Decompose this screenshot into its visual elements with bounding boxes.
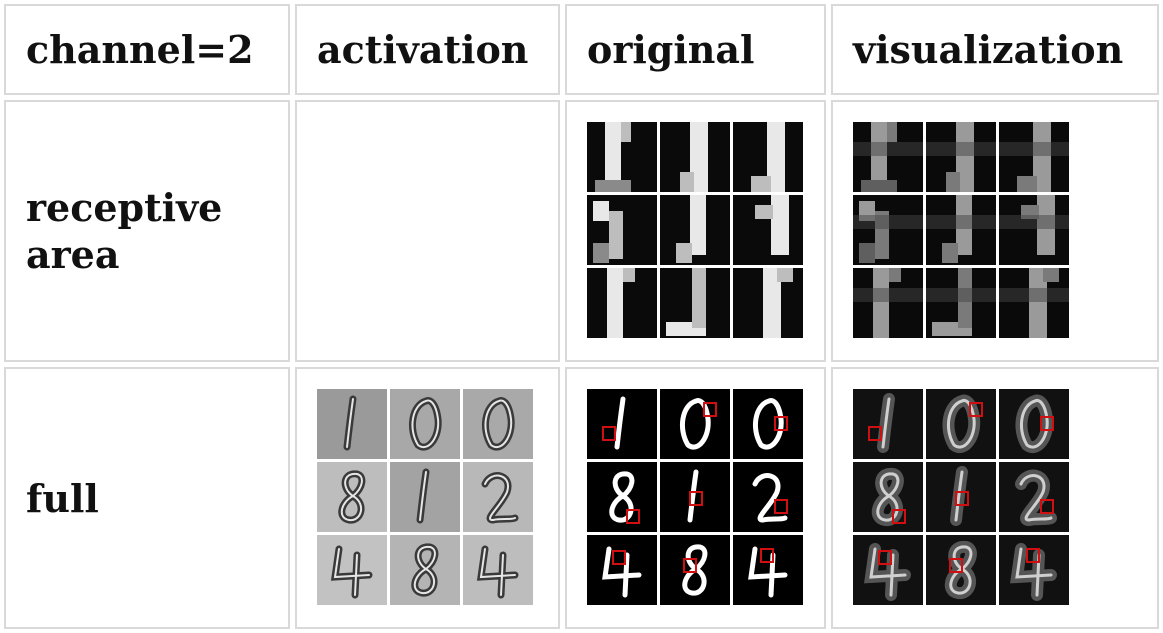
full-original-tile [733,462,803,532]
full-visualization-tile [999,389,1069,459]
full-activation-tile [317,462,387,532]
receptive-visualization-tile [853,195,923,265]
full-activation-tile [390,462,460,532]
receptive-visualization-tile [853,122,923,192]
header-visualization: visualization [831,4,1159,95]
full-visualization-tile [853,535,923,605]
full-original-image-grid [587,389,803,605]
full-visualization-tile [926,462,996,532]
header-original-label: original [587,27,755,72]
row-label-receptive-area: receptive area [4,100,290,362]
receptive-original-tile [733,195,803,265]
full-visualization-tile [926,389,996,459]
full-original-tile [587,462,657,532]
full-activation-tile [317,535,387,605]
receptive-original-tile [660,122,730,192]
full-original-tile [660,389,730,459]
receptive-visualization-image-grid [853,122,1069,338]
header-channel-label: channel=2 [26,27,254,72]
full-activation-tile [390,389,460,459]
full-visualization-image-grid [853,389,1069,605]
row-label-full-text: full [26,475,99,521]
full-activation-image-grid [317,389,533,605]
full-activation-tile [463,535,533,605]
full-activation-tile [317,389,387,459]
full-visualization-tile [926,535,996,605]
full-original-tile [587,389,657,459]
receptive-original-tile [660,195,730,265]
receptive-visualization-tile [999,268,1069,338]
full-visualization-tile [853,389,923,459]
header-visualization-label: visualization [853,27,1124,72]
receptive-original-tile [733,122,803,192]
full-visualization-tile [999,535,1069,605]
receptive-original-tile [587,195,657,265]
full-activation-tile [463,462,533,532]
receptive-visualization-tile [926,195,996,265]
full-activation-tile [463,389,533,459]
row-label-line2: area [26,232,120,277]
row-label-line1: receptive [26,185,223,230]
full-activation-tile [390,535,460,605]
receptive-original-tile [587,268,657,338]
header-original: original [565,4,826,95]
header-channel: channel=2 [4,4,290,95]
full-original-tile [660,535,730,605]
full-original-tile [733,535,803,605]
full-original-tile [660,462,730,532]
full-original-tile [587,535,657,605]
receptive-visualization-tile [853,268,923,338]
row-label-full: full [4,367,290,629]
receptive-visualization-tile [999,122,1069,192]
header-activation-label: activation [317,27,529,72]
receptive-original-image-grid [587,122,803,338]
receptive-visualization-tile [999,195,1069,265]
receptive-visualization-tile [926,268,996,338]
full-visualization-tile [853,462,923,532]
receptive-visualization-tile [926,122,996,192]
header-activation: activation [295,4,560,95]
receptive-original-tile [587,122,657,192]
receptive-original-tile [660,268,730,338]
receptive-original-tile [733,268,803,338]
full-visualization-tile [999,462,1069,532]
receptive-activation-cell [295,100,560,362]
full-original-tile [733,389,803,459]
